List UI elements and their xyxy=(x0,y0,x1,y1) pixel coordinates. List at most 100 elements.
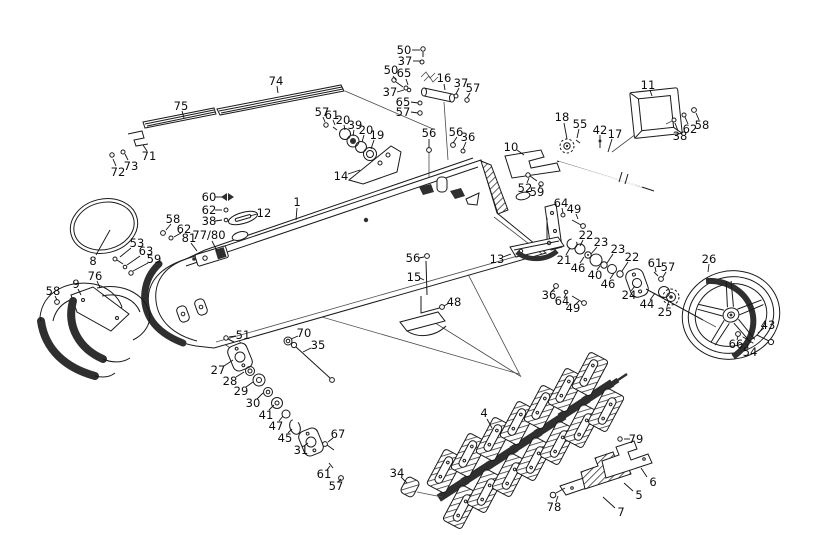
wing-nut-60-plate-12 xyxy=(221,193,258,226)
leader-line-66 xyxy=(736,335,739,341)
part-label-5: 5 xyxy=(635,488,642,502)
pivot-discs-bracket-14 xyxy=(323,122,402,185)
part-label-20: 20 xyxy=(359,123,374,137)
part-label-46: 46 xyxy=(571,261,586,275)
leader-line-62 xyxy=(173,232,182,238)
left-fasteners xyxy=(112,230,174,276)
part-label-62: 62 xyxy=(177,222,192,236)
leader-line-53 xyxy=(119,247,132,258)
leader-line-50 xyxy=(392,75,397,81)
leader-line-14 xyxy=(347,169,361,175)
part-label-54: 54 xyxy=(743,345,758,359)
leader-line-7 xyxy=(602,496,616,509)
leader-line-6 xyxy=(640,467,648,478)
part-label-44: 44 xyxy=(640,297,655,311)
part-label-58: 58 xyxy=(166,212,181,226)
leader-line-44 xyxy=(649,292,656,301)
leader-line-54 xyxy=(746,343,749,349)
part-label-14: 14 xyxy=(334,169,349,183)
leader-line-15 xyxy=(419,277,425,281)
leader-line-58 xyxy=(54,295,58,301)
part-label-8: 8 xyxy=(89,254,96,268)
part-label-79: 79 xyxy=(629,432,644,446)
part-label-65: 65 xyxy=(397,66,412,80)
part-label-66: 66 xyxy=(729,337,744,351)
leader-line-38 xyxy=(674,122,679,132)
leader-line-9 xyxy=(77,288,82,296)
part-label-72: 72 xyxy=(111,165,126,179)
leader-line-36 xyxy=(550,287,556,293)
leader-line-59 xyxy=(538,184,542,189)
leader-line-22 xyxy=(579,239,584,247)
part-label-49: 49 xyxy=(566,301,581,315)
part-label-11: 11 xyxy=(641,78,656,92)
main-beam xyxy=(141,157,548,349)
leader-line-57 xyxy=(410,111,419,114)
leader-line-19 xyxy=(370,139,375,150)
leader-line-51 xyxy=(228,335,237,338)
leader-line-70 xyxy=(290,335,299,340)
part-label-56: 56 xyxy=(449,125,464,139)
part-label-64: 64 xyxy=(554,196,569,210)
part-label-23: 23 xyxy=(594,235,609,249)
leader-line-27 xyxy=(223,359,234,367)
leader-line-74 xyxy=(276,85,279,94)
handle-16-bolts xyxy=(391,46,470,116)
ring-part-8 xyxy=(69,198,139,254)
leader-line-47 xyxy=(278,415,284,422)
part-label-57: 57 xyxy=(661,260,676,274)
part-label-37: 37 xyxy=(383,85,398,99)
part-label-9: 9 xyxy=(72,277,79,291)
leader-line-55 xyxy=(576,128,580,139)
leader-line-58 xyxy=(695,112,700,121)
leader-line-23 xyxy=(590,246,598,255)
part-label-49: 49 xyxy=(567,202,582,216)
part-label-62: 62 xyxy=(202,203,217,217)
part-label-50: 50 xyxy=(397,43,412,57)
hub-chain-left xyxy=(223,335,344,481)
part-label-76: 76 xyxy=(88,269,103,283)
leader-line-4 xyxy=(486,418,493,429)
leader-line-11 xyxy=(649,89,653,97)
wheel-26-group xyxy=(645,270,781,360)
leader-line-62 xyxy=(684,116,689,125)
part-label-67: 67 xyxy=(331,427,346,441)
leader-line-49 xyxy=(574,300,580,306)
leader-line-13 xyxy=(502,253,512,258)
part-label-78: 78 xyxy=(547,500,562,514)
leader-line-52 xyxy=(526,177,530,184)
part-label-26: 26 xyxy=(702,252,717,266)
leader-lines xyxy=(54,49,765,509)
leader-line-75 xyxy=(181,110,185,119)
part-label-48: 48 xyxy=(447,295,462,309)
part-label-59: 59 xyxy=(530,185,545,199)
part-label-50: 50 xyxy=(384,63,399,77)
part-label-46: 46 xyxy=(601,277,616,291)
rails-74-75 xyxy=(109,84,345,158)
leader-line-8 xyxy=(95,229,111,256)
leader-line-59 xyxy=(132,262,149,272)
latch-77-80 xyxy=(194,245,229,267)
leader-line-23 xyxy=(606,253,614,264)
leader-line-37 xyxy=(396,89,405,93)
part-label-19: 19 xyxy=(370,128,385,142)
part-label-13: 13 xyxy=(490,252,505,266)
part-label-61: 61 xyxy=(317,467,332,481)
leader-line-64 xyxy=(561,207,564,214)
part-label-57: 57 xyxy=(466,81,481,95)
part-label-22: 22 xyxy=(579,228,594,242)
part-label-51: 51 xyxy=(236,328,251,342)
part-label-40: 40 xyxy=(588,268,603,282)
leader-line-12 xyxy=(249,213,258,217)
part-label-65: 65 xyxy=(396,95,411,109)
leader-line-26 xyxy=(707,263,710,273)
leader-line-57 xyxy=(337,478,342,483)
part-label-62: 62 xyxy=(683,122,698,136)
leader-line-49 xyxy=(575,213,579,220)
leader-line-61 xyxy=(654,266,657,273)
part-label-21: 21 xyxy=(557,253,572,267)
leader-line-22 xyxy=(621,261,629,272)
leader-line-38 xyxy=(214,219,223,222)
hood-bracket-9-76 xyxy=(54,286,151,363)
